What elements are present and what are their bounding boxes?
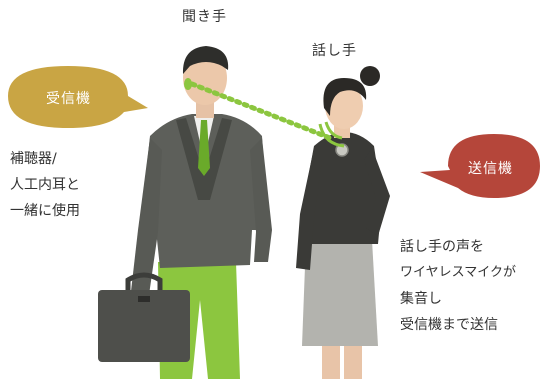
briefcase-clasp (138, 296, 150, 302)
speaker-figure (296, 66, 390, 379)
listener-lapels (176, 118, 232, 200)
speaker-arm-right (364, 148, 390, 236)
listener-label: 聞き手 (182, 9, 227, 25)
speaker-arm-left (296, 148, 322, 270)
speaker-skirt (302, 240, 378, 346)
speaker-label: 話し手 (312, 43, 357, 59)
speaker-hair (323, 78, 367, 116)
wireless-mic (335, 143, 349, 157)
transmitter-bubble (420, 134, 540, 198)
transmitter-note-line-1: 話し手の声を (400, 239, 484, 255)
transmitter-note-line-3: 集音し (400, 291, 442, 307)
receiver-note-line-2: 人工内耳と (10, 177, 80, 193)
receiver-bubble-label: 受信機 (46, 91, 91, 107)
receiver-note-line-1: 補聴器/ (10, 151, 57, 167)
speaker-hair-bun (360, 66, 380, 86)
receiver-bubble (8, 66, 148, 128)
signal-line (189, 81, 333, 141)
listener-neck (196, 100, 214, 118)
briefcase (98, 272, 190, 362)
transmitter-bubble-label: 送信機 (468, 161, 513, 177)
transmitter-note-line-2: ワイヤレスマイクが (400, 265, 516, 280)
briefcase-handle (125, 272, 163, 290)
listener-hair (182, 46, 229, 74)
transmitter-note-line-4: 受信機まで送信 (400, 317, 498, 333)
voice-wave-inner (324, 121, 343, 140)
listener-tie (198, 120, 210, 176)
briefcase-body (98, 290, 190, 362)
hearing-aid (184, 78, 192, 90)
receiver-note-line-3: 一緒に使用 (10, 203, 80, 219)
listener-arm-left (130, 138, 162, 302)
listener-arm-right (250, 138, 272, 262)
